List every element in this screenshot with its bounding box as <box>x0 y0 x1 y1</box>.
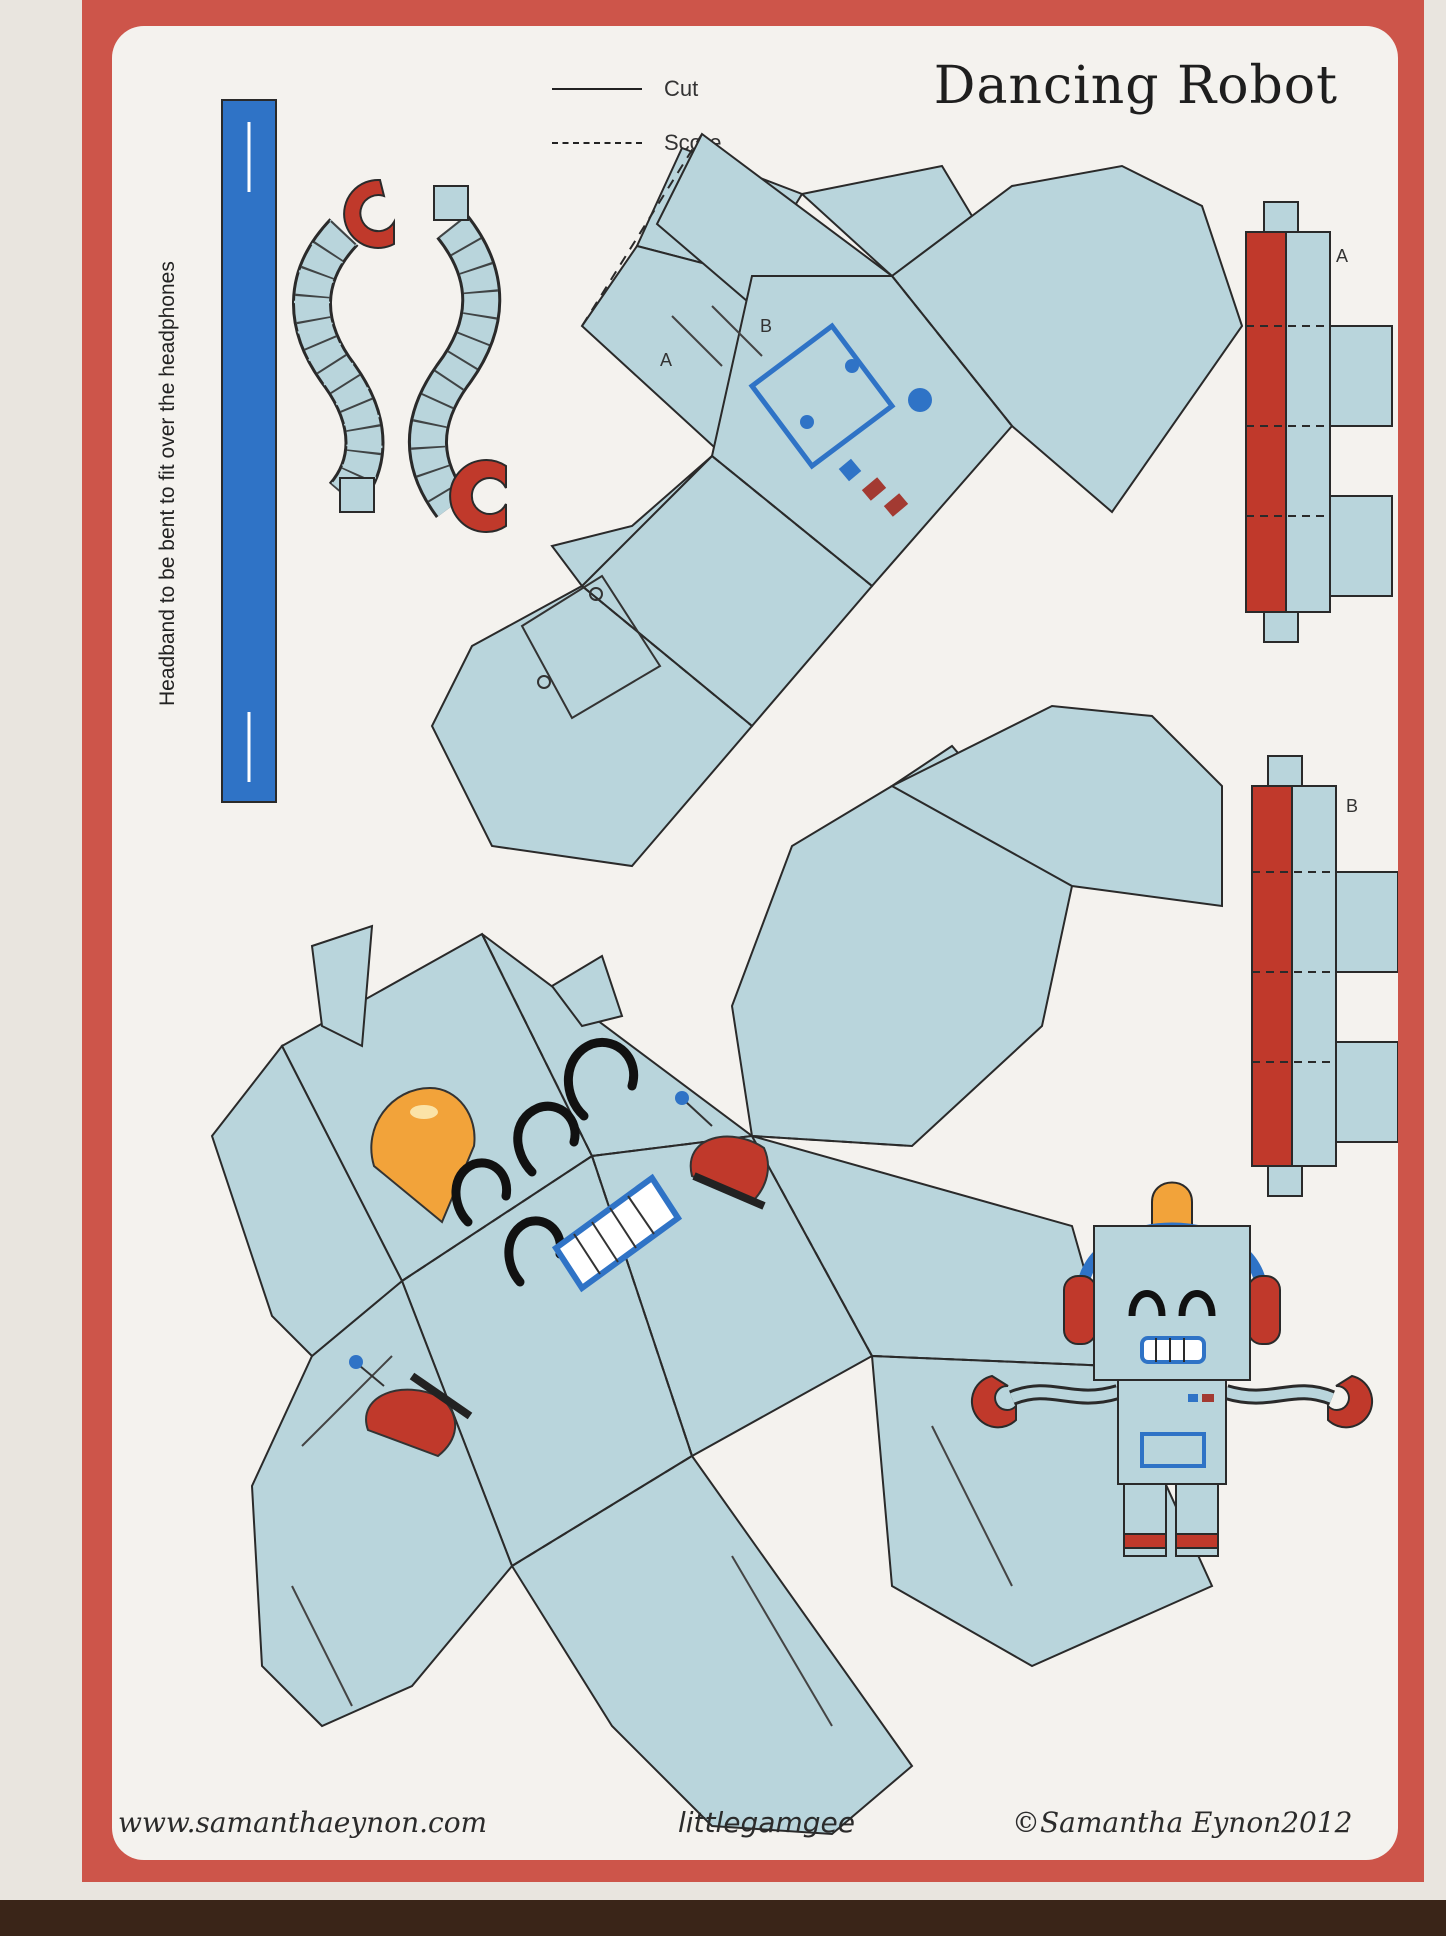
footer-handle: littlegamgee <box>678 1806 855 1839</box>
screen-panel-icon <box>748 322 932 517</box>
page-title: Dancing Robot <box>933 56 1338 116</box>
leg-label-a: A <box>1336 246 1348 266</box>
grin-mouth-icon <box>551 1173 683 1293</box>
piece-label-a: A <box>660 350 672 370</box>
arm-piece-left <box>292 178 395 513</box>
leg-piece-a: A <box>1245 201 1393 643</box>
headband-strip <box>221 99 277 803</box>
footer-copyright: ©Samantha Eynon2012 <box>1012 1806 1353 1839</box>
legend-cut-label: Cut <box>664 76 699 101</box>
papercraft-template-art: A B <box>210 99 1398 1836</box>
legend-cut-row: Cut <box>552 76 698 102</box>
antenna-dome-icon <box>675 1091 769 1210</box>
body-net: A B <box>430 132 1244 868</box>
solid-line-swatch <box>552 88 642 90</box>
piece-label-b: B <box>760 316 772 336</box>
bulb-icon <box>1151 1181 1193 1227</box>
smile-eye-icon <box>451 1038 639 1287</box>
head-net <box>210 704 1223 1836</box>
printable-sheet: Dancing Robot Cut Score Headband to be b… <box>112 26 1398 1860</box>
assembled-robot-illustration <box>970 1181 1374 1557</box>
dashed-line-swatch <box>552 142 642 144</box>
leg-piece-b: B <box>1251 755 1398 1197</box>
cut-score-legend: Cut Score <box>552 66 772 176</box>
claw-icon <box>1327 1374 1374 1429</box>
claw-icon <box>343 178 395 249</box>
arm-piece-right <box>408 185 507 533</box>
footer-website: www.samanthaeynon.com <box>118 1806 488 1839</box>
claw-icon <box>970 1374 1017 1429</box>
back-panel-icon <box>520 574 662 720</box>
leg-label-b: B <box>1346 796 1358 816</box>
claw-icon <box>449 459 507 533</box>
antenna-dome-icon <box>349 1355 473 1458</box>
bulb-icon <box>370 1086 476 1224</box>
